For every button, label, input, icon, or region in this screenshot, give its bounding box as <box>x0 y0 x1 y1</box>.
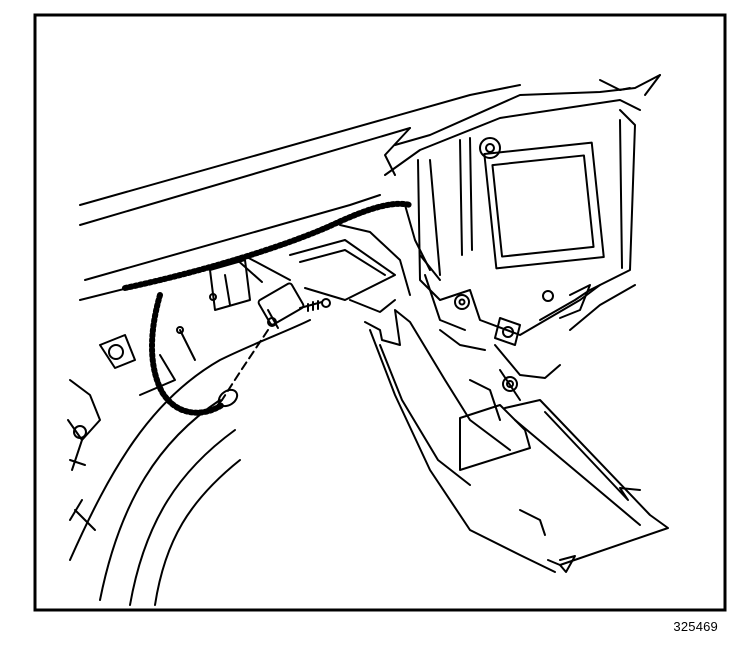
bulkhead-bracket <box>417 109 636 346</box>
floor-panel <box>69 293 311 606</box>
harness-plug <box>214 388 239 409</box>
lower-bracket <box>209 259 251 311</box>
figure-id-number: 325469 <box>673 619 718 634</box>
floor-support-channel <box>364 309 669 573</box>
module-mounting-plate <box>289 224 411 313</box>
connector-icon <box>257 282 305 329</box>
side-sheet-metal <box>424 274 636 351</box>
hinge-pillar <box>67 334 136 531</box>
bolt-icon <box>299 298 331 312</box>
cowl-panel <box>79 74 661 301</box>
